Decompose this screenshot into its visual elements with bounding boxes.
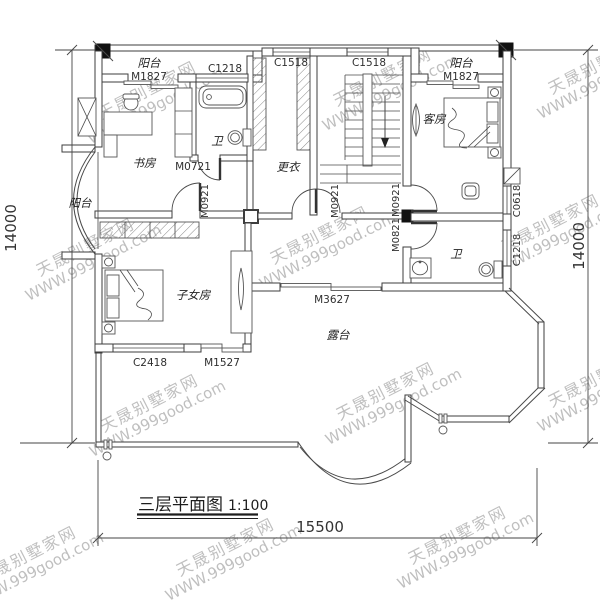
door-m0921-guest	[410, 184, 438, 213]
opening-label-m0821: M0821	[391, 218, 402, 252]
windows	[73, 47, 512, 353]
window-c1218-top	[195, 73, 249, 83]
title-scale: 1:100	[228, 498, 268, 514]
room-label-guest: 客房	[423, 112, 447, 126]
opening-label-m3627: M3627	[314, 294, 350, 306]
door-m3627	[280, 283, 382, 291]
room-label-terrace: 露台	[327, 328, 350, 342]
window-c0618	[502, 185, 512, 215]
window-c1518-right	[346, 47, 389, 57]
dimension-left: 14000	[2, 204, 20, 252]
door-m1827-right	[426, 80, 480, 89]
opening-label-m0921-a: M0921	[200, 184, 211, 218]
door-m0921-dressing	[291, 188, 341, 214]
rain-pipe	[438, 425, 448, 435]
door-m0721	[197, 157, 222, 181]
labels: 阳台 M1827 C1218 C1518 C1518 阳台 M1827 阳台 书…	[2, 56, 588, 536]
bookcase	[174, 87, 193, 158]
room-label-bath1: 卫	[211, 134, 224, 148]
rain-pipe	[102, 451, 112, 461]
toilet	[227, 128, 252, 147]
nightstand	[101, 321, 116, 335]
bathtub	[198, 85, 247, 109]
shaft	[77, 97, 97, 137]
toilet	[478, 260, 503, 279]
nightstand	[487, 86, 502, 99]
opening-label-m0921-c: M0921	[391, 183, 402, 217]
staircase	[320, 73, 403, 184]
room-label-kids: 子女房	[176, 288, 212, 302]
dimension-bottom: 15500	[296, 518, 344, 536]
opening-label-m1827-left: M1827	[131, 71, 167, 83]
opening-label-c2418: C2418	[133, 357, 167, 369]
opening-label-m0721: M0721	[175, 161, 211, 173]
room-label-balcony-left: 阳台	[138, 56, 161, 70]
wall-post	[243, 209, 259, 224]
door-m1827-left	[123, 80, 179, 89]
window-c1218-right	[502, 229, 512, 267]
opening-label-m1827-right: M1827	[443, 71, 479, 83]
plant	[412, 102, 420, 138]
study-chair	[122, 93, 140, 111]
dimension-right: 14000	[570, 222, 588, 270]
terrace-railing	[95, 287, 546, 485]
closet	[99, 221, 200, 239]
doors	[123, 80, 480, 353]
opening-label-c1218-right: C1218	[512, 234, 523, 266]
title-text: 三层平面图	[138, 495, 223, 515]
opening-label-m0921-b: M0921	[330, 184, 341, 218]
room-label-balcony-right: 阳台	[450, 56, 473, 70]
dimension-lines	[20, 44, 598, 546]
window-c1518-left	[272, 47, 311, 57]
drawing-title: 三层平面图 1:100	[137, 495, 268, 519]
room-label-balcony-bay: 阳台	[69, 196, 92, 210]
opening-label-c1218-top: C1218	[208, 63, 242, 75]
nightstand	[101, 255, 116, 269]
room-label-dressing: 更衣	[277, 160, 301, 174]
stool	[461, 182, 480, 200]
stair-direction-arrow	[381, 138, 389, 148]
door-m1527	[200, 343, 244, 353]
opening-label-c1518-right: C1518	[352, 57, 386, 69]
closet	[296, 57, 311, 151]
flue	[503, 167, 521, 185]
kids-bed	[104, 269, 164, 322]
stair-rail	[362, 73, 373, 167]
opening-label-m1527: M1527	[204, 357, 240, 369]
nightstand	[487, 146, 502, 159]
room-label-study: 书房	[133, 156, 157, 170]
room-label-bath2: 卫	[450, 247, 463, 261]
window-c2418	[112, 343, 185, 353]
opening-label-c0618: C0618	[512, 185, 523, 217]
wardrobe	[230, 250, 253, 334]
bay-window	[73, 146, 99, 255]
opening-label-c1518-left: C1518	[274, 57, 308, 69]
guest-bed	[443, 97, 501, 149]
door-m0921-study	[171, 182, 202, 212]
closet	[252, 57, 267, 151]
furniture	[77, 57, 521, 335]
door-m0821	[410, 221, 438, 250]
study-desk	[103, 111, 153, 158]
sink	[409, 257, 432, 279]
